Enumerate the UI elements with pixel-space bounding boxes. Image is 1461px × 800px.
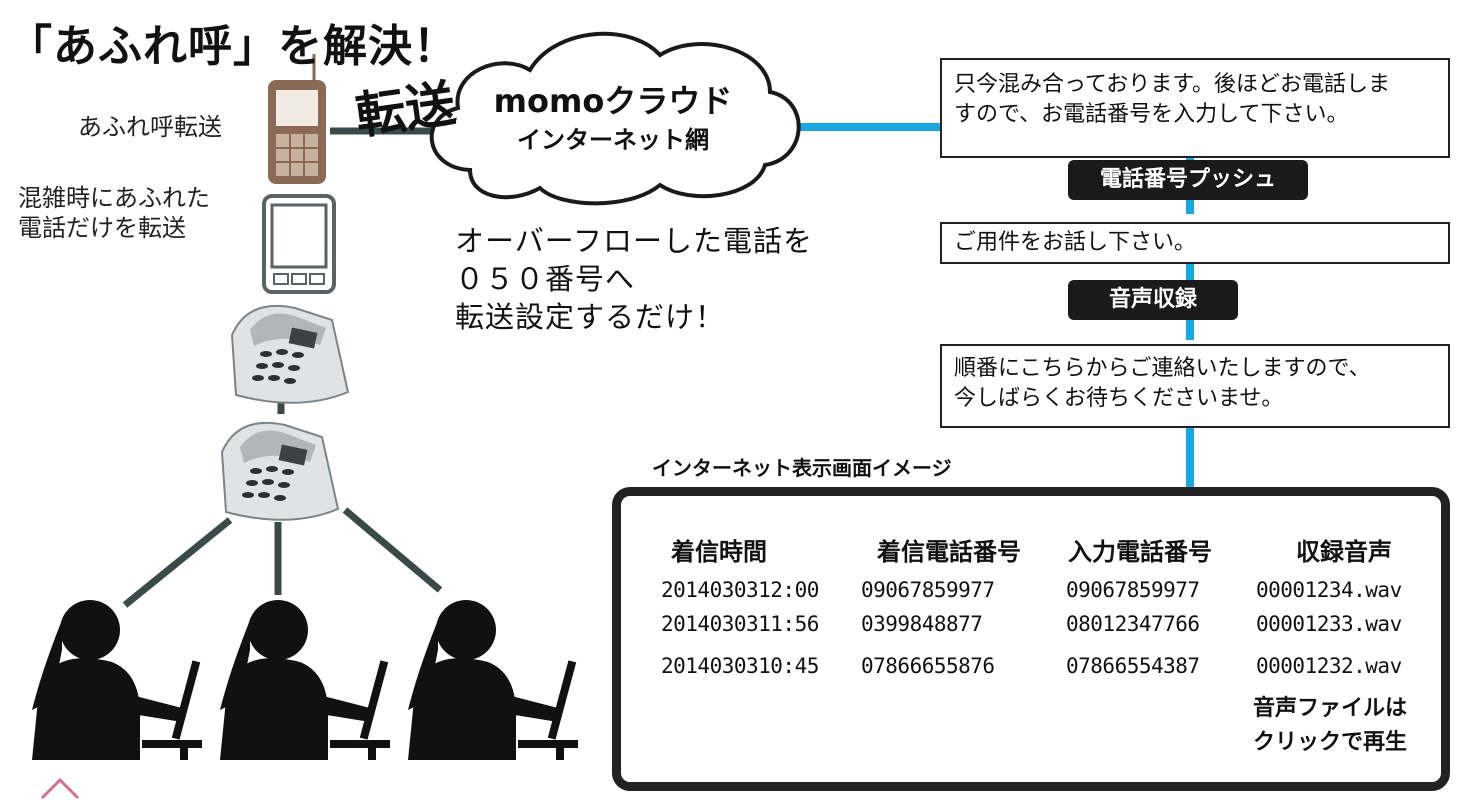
message-1-line1: 只今混み合っております。後ほどお電話しま	[954, 72, 1391, 97]
header-entered-number: 入力電話番号	[1068, 538, 1212, 566]
audio-note: 音声ファイルは クリックで再生	[1253, 692, 1407, 760]
message-box-1: 只今混み合っております。後ほどお電話しま すので、お電話番号を入力して下さい。	[940, 58, 1450, 158]
operator-icon	[32, 600, 202, 760]
message-3-line2: 今しばらくお待ちくださいませ。	[954, 386, 1284, 411]
cell-entered-number: 09067859977	[1066, 578, 1200, 602]
cloud-subtitle: インターネット網	[517, 126, 709, 154]
phone-connector	[122, 127, 445, 608]
message-box-2: ご用件をお話し下さい。	[940, 222, 1450, 264]
cell-caller-number: 09067859977	[861, 578, 995, 602]
home-icon	[40, 777, 80, 800]
cell-entered-number: 08012347766	[1066, 612, 1200, 636]
smartphone-icon	[262, 194, 336, 294]
header-recorded-audio: 収録音声	[1296, 538, 1392, 566]
mobile-phone-icon	[268, 54, 326, 184]
description-line1: オーバーフローした電話を	[455, 224, 813, 258]
audio-file-link[interactable]: 00001232.wav	[1256, 654, 1402, 678]
cell-caller-number: 0399848877	[861, 612, 983, 636]
desk-phone-icon	[220, 421, 340, 521]
description-line3: 転送設定するだけ！	[455, 300, 726, 334]
message-box-3: 順番にこちらからご連絡いたしますので、 今しばらくお待ちくださいませ。	[940, 344, 1450, 428]
busy-label-line1: 混雑時にあふれた	[18, 184, 210, 212]
flow-connector	[790, 123, 1194, 488]
transfer-label: 転送	[352, 74, 460, 146]
cell-call-time: 2014030312:00	[661, 578, 819, 602]
desk-phone-icon	[230, 304, 350, 404]
description-line2: ０５０番号へ	[455, 262, 636, 296]
operators	[32, 600, 578, 760]
cell-call-time: 2014030311:56	[661, 612, 819, 636]
header-caller-number: 着信電話番号	[877, 538, 1021, 566]
cell-caller-number: 07866655876	[861, 654, 995, 678]
audio-note-line1: 音声ファイルは	[1253, 696, 1408, 721]
page-title: 「あふれ呼」を解決！	[8, 21, 458, 72]
step-voice-recording: 音声収録	[1068, 280, 1238, 320]
description: オーバーフローした電話を ０５０番号へ 転送設定するだけ！	[455, 222, 813, 336]
internet-screen-mock: 着信時間 着信電話番号 入力電話番号 収録音声 2014030312:00 09…	[612, 487, 1450, 791]
step-phone-number-push: 電話番号プッシュ	[1068, 160, 1308, 200]
screen-caption: インターネット表示画面イメージ	[652, 456, 952, 480]
busy-label-line2: 電話だけを転送	[18, 214, 186, 242]
cell-entered-number: 07866554387	[1066, 654, 1200, 678]
overflow-transfer-label: あふれ呼転送	[78, 113, 222, 141]
message-3-line1: 順番にこちらからご連絡いたしますので、	[954, 356, 1371, 381]
operator-icon	[220, 600, 390, 760]
audio-file-link[interactable]: 00001233.wav	[1256, 612, 1402, 636]
audio-file-link[interactable]: 00001234.wav	[1256, 578, 1402, 602]
audio-note-line2: クリックで再生	[1253, 730, 1408, 755]
operator-icon	[408, 600, 578, 760]
header-call-time: 着信時間	[671, 538, 767, 566]
cloud-icon	[429, 31, 801, 206]
cell-call-time: 2014030310:45	[661, 654, 819, 678]
cloud-title: momoクラウド	[493, 82, 733, 120]
message-1-line2: すので、お電話番号を入力して下さい。	[954, 102, 1349, 127]
